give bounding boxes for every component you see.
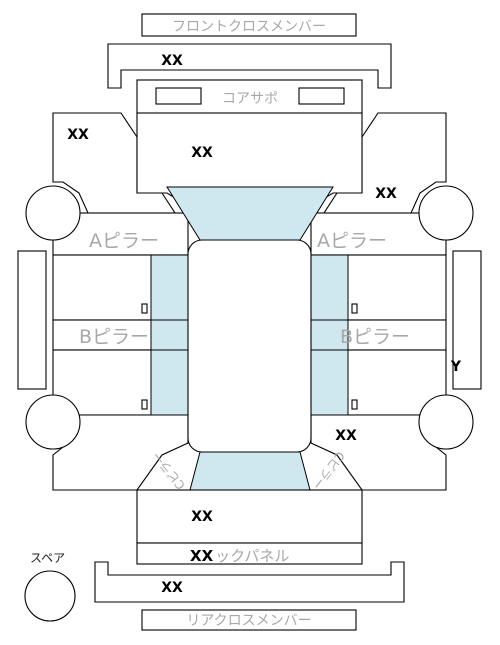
b-pillar-left-label: Bピラー	[79, 326, 149, 348]
b-pillar-right-label: Bピラー	[340, 326, 410, 348]
right-front-door-handle	[351, 303, 358, 314]
hood-mark: XX	[191, 145, 213, 161]
front-left-fender-mark: XX	[67, 127, 89, 143]
rear-right-tire[interactable]	[418, 394, 474, 450]
core-support-right-slot	[298, 87, 345, 105]
front-left-tire[interactable]	[25, 185, 81, 241]
left-side-sill[interactable]	[17, 250, 47, 390]
front-cross-member-label-box: フロントクロスメンバー	[141, 13, 357, 37]
c-pillar-left-label: Cピラー	[150, 449, 188, 493]
front-right-fender-mark: XX	[375, 186, 397, 202]
trunk[interactable]	[136, 489, 363, 544]
spare-tire[interactable]	[24, 570, 76, 622]
trunk-mark: XX	[191, 509, 213, 525]
rear-right-quarter-mark: XX	[335, 428, 357, 444]
front-cross-member[interactable]	[107, 43, 392, 89]
roof[interactable]	[187, 239, 312, 453]
spare-label: スペア	[30, 551, 65, 565]
windshield[interactable]	[166, 186, 334, 241]
rear-cross-member[interactable]	[94, 561, 405, 603]
left-rear-door-handle	[141, 399, 148, 410]
front-cross-member-mark: XX	[161, 53, 183, 69]
rear-cross-member-mark: XX	[161, 580, 183, 596]
rear-cross-member-label-box	[141, 609, 357, 631]
rear-left-tire[interactable]	[25, 394, 81, 450]
rear-cross-member-label: リアクロスメンバー	[186, 613, 311, 629]
rear-window[interactable]	[189, 451, 311, 491]
right-side-sill[interactable]	[452, 250, 482, 390]
back-panel[interactable]	[136, 542, 363, 565]
right-rear-door-handle	[351, 399, 358, 410]
a-pillar-left-label: Aピラー	[89, 230, 159, 252]
core-support-label: コアサポ	[222, 91, 278, 107]
left-center-window[interactable]	[150, 319, 189, 351]
c-pillar-right-label: Cピラー	[309, 449, 347, 493]
front-right-tire[interactable]	[418, 185, 474, 241]
core-support-left-slot	[155, 87, 202, 105]
left-rear-window[interactable]	[150, 349, 189, 416]
right-front-window[interactable]	[310, 254, 349, 321]
front-cross-member-label: フロントクロスメンバー	[172, 19, 326, 35]
right-side-mark: Y	[450, 359, 462, 375]
left-front-window[interactable]	[150, 254, 189, 321]
a-pillar-right-label: Aピラー	[317, 230, 387, 252]
left-front-door-handle	[141, 303, 148, 314]
right-rear-window[interactable]	[310, 349, 349, 416]
